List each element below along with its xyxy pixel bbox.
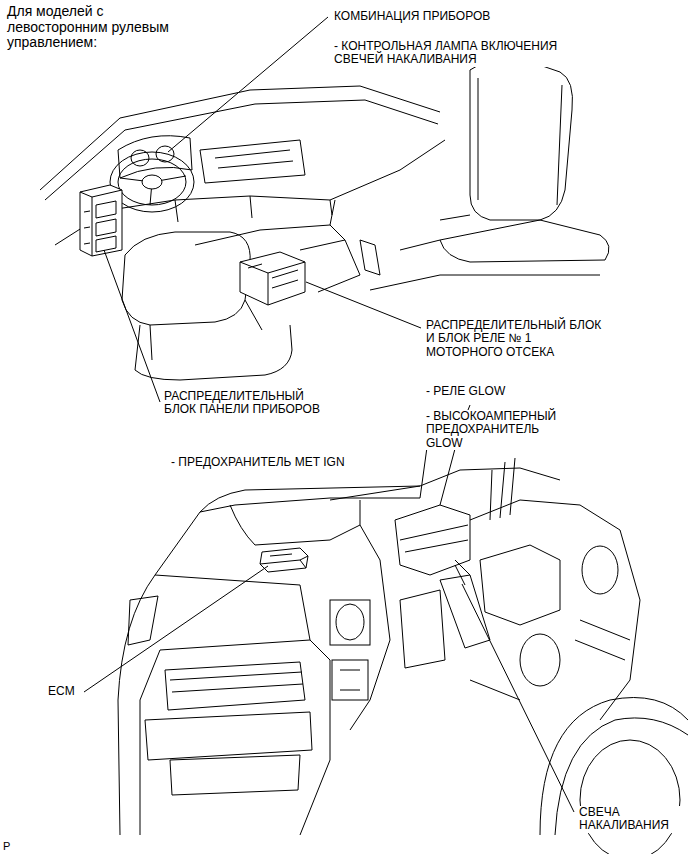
part-label: РАСПРЕДЕЛИТЕЛЬНЫЙ БЛОК И БЛОК РЕЛЕ № 1 М…	[425, 319, 609, 359]
part-label: - ПРЕДОХРАНИТЕЛЬ MET IGN	[170, 456, 346, 469]
part-label: СВЕЧА НАКАЛИВАНИЯ	[578, 806, 680, 833]
leader-lines	[84, 17, 574, 812]
cabin-interior	[40, 59, 609, 380]
title: Для моделей с левосторонним рулевым упра…	[6, 4, 203, 51]
part-label: - ВЫСОКОАМПЕРНЫЙ ПРЕДОХРАНИТЕЛЬ GLOW	[425, 410, 565, 450]
part-label: ECM	[47, 685, 76, 698]
part-label: - РЕЛЕ GLOW	[425, 385, 506, 398]
part-label: P	[2, 840, 11, 852]
part-label: - КОНТРОЛЬНАЯ ЛАМПА ВКЛЮЧЕНИЯ СВЕЧЕЙ НАК…	[333, 40, 597, 67]
part-label: КОМБИНАЦИЯ ПРИБОРОВ	[333, 10, 491, 23]
part-label: РАСПРЕДЕЛИТЕЛЬНЫЙ БЛОК ПАНЕЛИ ПРИБОРОВ	[163, 390, 335, 417]
van-exterior	[118, 405, 688, 854]
